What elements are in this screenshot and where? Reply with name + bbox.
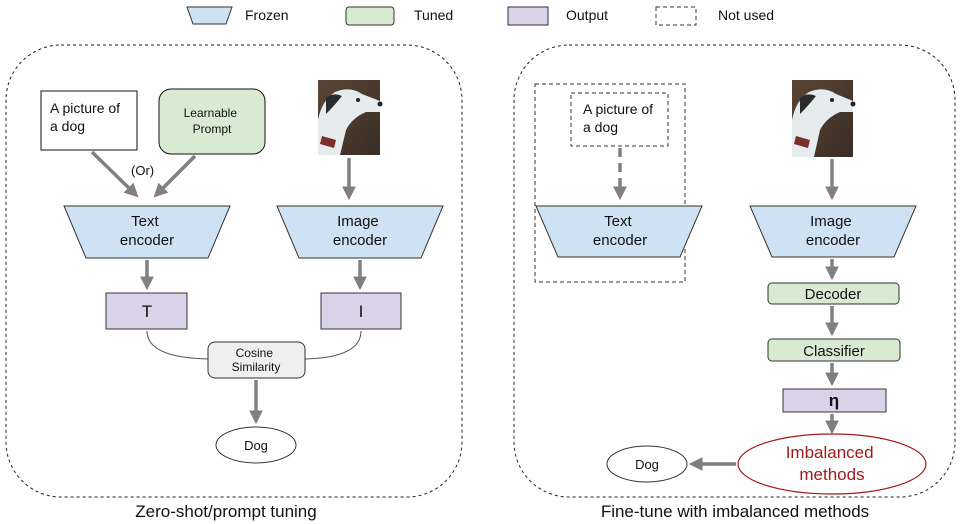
right-image-encoder-line2: encoder	[806, 232, 860, 249]
learnable-prompt-label: Learnable Prompt	[184, 106, 241, 136]
text-feature-label: T	[142, 302, 152, 321]
left-panel-border	[5, 44, 463, 498]
classifier-label: Classifier	[803, 343, 865, 360]
legend-tuned-swatch	[345, 6, 395, 26]
imbalanced-methods-line1: Imbalanced	[786, 443, 874, 462]
left-text-encoder-line1: Text	[131, 213, 159, 230]
right-image-encoder-label: Image encoder	[806, 213, 860, 249]
legend-frozen-swatch	[186, 6, 233, 25]
left-image-encoder-line2: encoder	[333, 232, 387, 249]
right-text-prompt-line2: a dog	[583, 119, 618, 135]
right-text-prompt: A picture of a dog	[583, 101, 657, 135]
imbalanced-methods-ellipse	[737, 433, 927, 495]
arrow-learnable-to-text-encoder	[153, 154, 197, 198]
left-text-encoder-line2: encoder	[120, 232, 174, 249]
left-caption: Zero-shot/prompt tuning	[135, 502, 316, 521]
left-prediction-label: Dog	[244, 438, 268, 453]
image-feature-box	[320, 292, 402, 330]
cosine-similarity-box	[207, 341, 306, 379]
cosine-similarity-line2: Similarity	[232, 360, 281, 374]
left-image-encoder	[276, 205, 444, 259]
left-text-prompt-line2: a dog	[50, 118, 85, 134]
right-text-encoder-line2: encoder	[593, 232, 647, 249]
imbalanced-methods-line2: methods	[799, 465, 864, 484]
right-text-prompt-line1: A picture of	[583, 101, 653, 117]
left-prediction-ellipse	[215, 426, 297, 464]
text-feature-box	[105, 292, 188, 330]
arrow-prompt-to-text-encoder	[90, 150, 139, 198]
legend-frozen-label: Frozen	[245, 7, 289, 23]
right-dog-image	[792, 80, 856, 157]
right-text-encoder	[535, 205, 703, 258]
left-panel: A picture of a dog Learnable Prompt (Or)…	[5, 44, 463, 521]
decoder-box	[767, 282, 900, 305]
not-used-region	[534, 83, 686, 283]
legend-tuned-label: Tuned	[414, 7, 453, 23]
learnable-prompt-line2: Prompt	[193, 122, 232, 136]
legend-not-used-swatch	[655, 6, 697, 26]
left-text-encoder-label: Text encoder	[120, 213, 174, 249]
decoder-label: Decoder	[805, 286, 862, 303]
legend-output-swatch	[507, 6, 549, 26]
legend-output-label: Output	[566, 7, 608, 23]
right-prediction-label: Dog	[635, 457, 659, 472]
left-dog-image	[318, 80, 383, 155]
legend-not-used-label: Not used	[718, 7, 774, 23]
or-label: (Or)	[131, 163, 154, 178]
image-feature-label: I	[359, 302, 364, 321]
output-eta-label: η	[829, 391, 839, 410]
learnable-prompt-box	[158, 88, 266, 155]
right-panel: A picture of a dog Text encoder Image en…	[513, 44, 956, 521]
similarity-connector	[146, 330, 362, 360]
right-panel-border	[513, 44, 956, 498]
left-image-encoder-label: Image encoder	[333, 213, 387, 249]
left-text-prompt-box	[40, 90, 138, 151]
cosine-similarity-line1: Cosine	[236, 346, 274, 360]
output-eta-box	[782, 388, 887, 413]
legend: Frozen Tuned Output Not used	[186, 6, 774, 26]
right-image-encoder	[749, 205, 917, 258]
left-text-prompt-line1: A picture of	[50, 100, 120, 116]
left-text-encoder	[63, 205, 231, 259]
classifier-box	[767, 338, 901, 362]
right-text-prompt-box	[570, 92, 669, 147]
imbalanced-methods-label: Imbalanced methods	[786, 443, 879, 484]
right-text-encoder-label: Text encoder	[593, 213, 647, 249]
cosine-similarity-label: Cosine Similarity	[232, 346, 281, 374]
right-caption: Fine-tune with imbalanced methods	[601, 502, 869, 521]
right-text-encoder-line1: Text	[604, 213, 632, 230]
right-image-encoder-line1: Image	[810, 213, 852, 230]
learnable-prompt-line1: Learnable	[184, 106, 238, 120]
left-image-encoder-line1: Image	[337, 213, 379, 230]
left-text-prompt: A picture of a dog	[50, 100, 124, 134]
right-prediction-ellipse	[606, 445, 688, 483]
